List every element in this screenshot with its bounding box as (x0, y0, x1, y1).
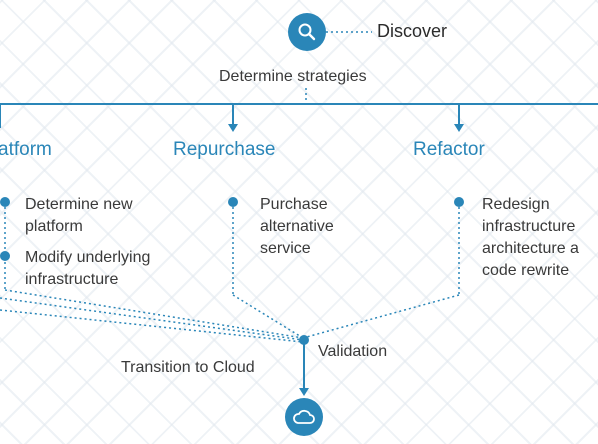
bullet-dot (228, 197, 238, 207)
cloud-icon-circle (285, 398, 323, 436)
column-heading-refactor: Refactor (413, 139, 485, 160)
transition-label: Transition to Cloud (121, 359, 255, 376)
bullet-dot (0, 251, 10, 261)
search-icon (298, 23, 316, 41)
strategies-label: Determine strategies (219, 68, 367, 85)
column-heading-repurchase: Repurchase (173, 139, 276, 160)
list-item-platform-2: Modify underlying infrastructure (25, 249, 151, 288)
list-item-repurchase-1: Purchase alternative service (260, 196, 334, 257)
list-item-refactor-1: Redesign infrastructure architecture a c… (482, 196, 579, 279)
search-icon-circle (288, 13, 326, 51)
bullet-dot (0, 197, 10, 207)
validation-label: Validation (318, 343, 388, 360)
list-item-platform-1: Determine new platform (25, 196, 133, 235)
cloud-icon (293, 409, 315, 424)
column-heading-platform: atform (0, 139, 52, 160)
discover-label: Discover (377, 21, 448, 41)
bullet-dot (454, 197, 464, 207)
